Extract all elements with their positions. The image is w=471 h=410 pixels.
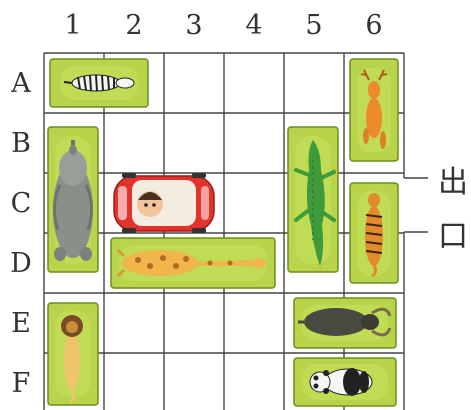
tiger-piece[interactable]: [350, 183, 398, 283]
panda-icon: [310, 368, 372, 396]
red-car-icon: [114, 173, 214, 233]
elephant-piece[interactable]: [48, 127, 98, 272]
zebra-piece[interactable]: [50, 59, 148, 107]
lion-piece[interactable]: [48, 303, 98, 405]
crocodile-piece[interactable]: [288, 127, 338, 272]
deer-piece[interactable]: [350, 59, 398, 161]
exit-opening: [404, 178, 428, 232]
red-car-piece[interactable]: [114, 173, 214, 233]
buffalo-piece[interactable]: [294, 298, 396, 348]
panda-piece[interactable]: [294, 358, 396, 406]
giraffe-piece[interactable]: [111, 238, 275, 288]
